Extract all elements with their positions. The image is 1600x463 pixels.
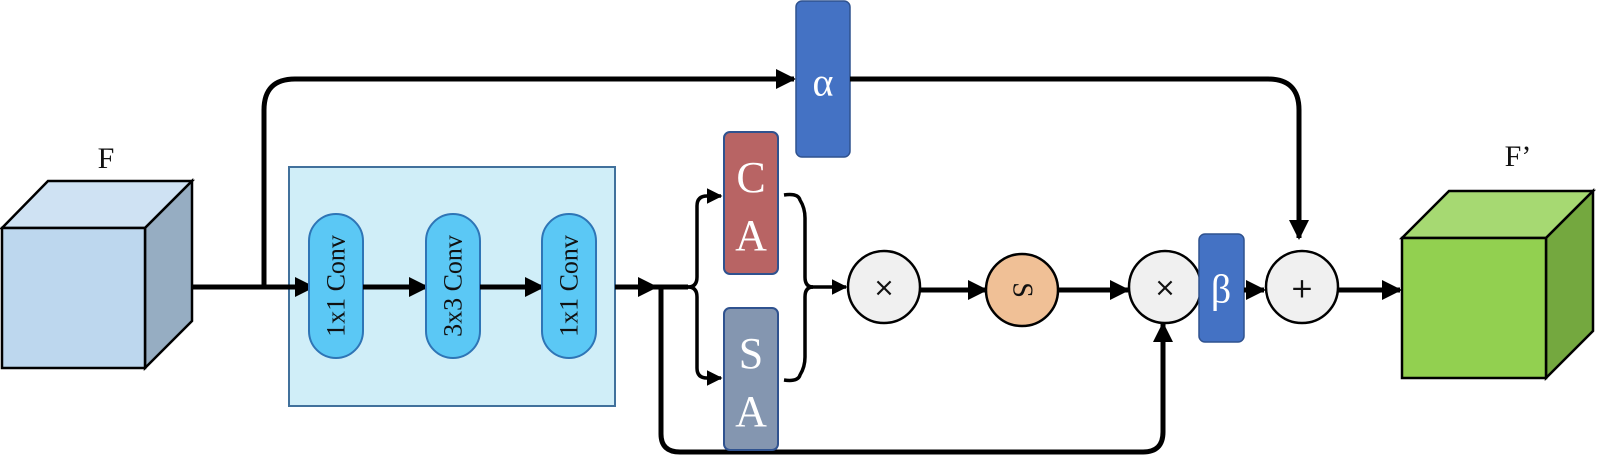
channel-attention-label-2: A	[735, 211, 767, 260]
multiply-2-symbol: ×	[1154, 273, 1176, 303]
beta-symbol: β	[1211, 267, 1231, 312]
input-tensor-cube	[0, 177, 196, 372]
merge-brace-top	[783, 192, 814, 289]
split-brace-bottom	[687, 285, 723, 386]
conv-layer-3: 1x1 Conv	[541, 213, 597, 359]
conv-layer-2-label: 3x3 Conv	[439, 235, 468, 337]
output-tensor-cube	[1398, 187, 1597, 382]
input-tensor-label: F	[98, 142, 115, 175]
skip-to-alpha-arrow	[261, 69, 796, 287]
conv-layer-1: 1x1 Conv	[308, 213, 364, 359]
conv-layer-1-label: 1x1 Conv	[322, 235, 351, 337]
split-brace-top	[687, 188, 723, 289]
conv-layer-2: 3x3 Conv	[425, 213, 481, 359]
alpha-weight-block: α	[795, 0, 851, 158]
spatial-attention-label-2: A	[735, 387, 767, 436]
conv-layer-3-label: 1x1 Conv	[555, 235, 584, 337]
spatial-attention-label-1: S	[739, 329, 763, 378]
spatial-attention-block: S A	[723, 307, 779, 451]
input-cube-front	[0, 226, 147, 370]
multiply-1-symbol: ×	[873, 273, 895, 303]
beta-weight-block: β	[1198, 233, 1245, 343]
add-operator: +	[1264, 249, 1340, 325]
channel-attention-block: C A	[723, 131, 779, 275]
add-symbol: +	[1290, 272, 1313, 305]
bypass-to-multiply2-arrow	[658, 287, 1173, 455]
channel-attention-label-1: C	[736, 153, 765, 202]
output-tensor-label: F’	[1505, 140, 1532, 173]
multiply-operator-1: ×	[846, 249, 922, 325]
sigmoid-operator: S	[984, 252, 1060, 328]
alpha-symbol: α	[813, 60, 834, 105]
multiply-operator-2: ×	[1127, 249, 1203, 325]
output-cube-front	[1400, 236, 1548, 380]
merge-brace-bottom	[783, 285, 814, 383]
alpha-to-add-arrow	[850, 76, 1309, 240]
sigmoid-symbol: S	[1007, 282, 1038, 298]
